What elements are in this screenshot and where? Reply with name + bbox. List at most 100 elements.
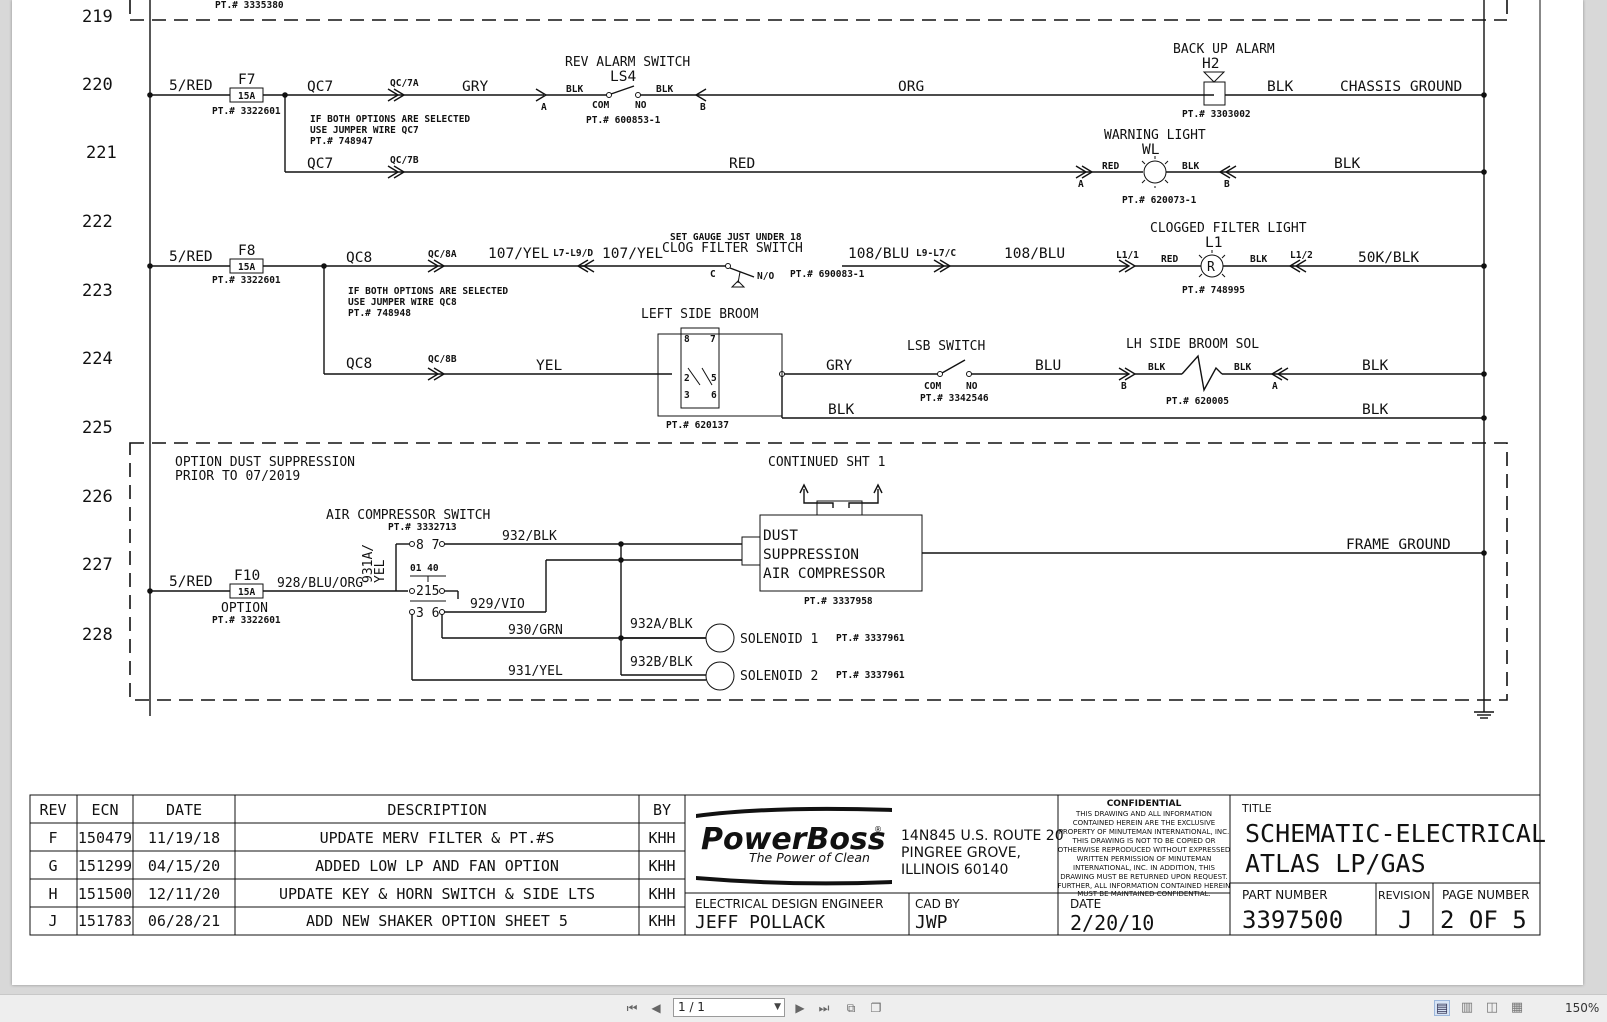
title-label: TITLE — [1241, 802, 1272, 815]
document-page: 219 220 221 222 223 224 225 226 227 228 … — [12, 0, 1583, 985]
svg-text:B: B — [1224, 179, 1230, 190]
revision-cell: KHH — [648, 857, 675, 875]
revision-header: DATE — [166, 801, 202, 819]
component-title: LH SIDE BROOM SOL — [1126, 337, 1259, 352]
continuous-facing-view-icon[interactable]: ▦ — [1510, 1000, 1524, 1015]
line-number: 220 — [82, 75, 113, 95]
last-page-icon[interactable]: ⏭ — [818, 1001, 830, 1015]
address-line: 14N845 U.S. ROUTE 20 — [901, 828, 1064, 844]
confidential-text: THIS DRAWING IS NOT TO BE COPIED OR — [1071, 837, 1215, 845]
page-number-label: PAGE NUMBER — [1442, 888, 1529, 902]
svg-text:®: ® — [874, 825, 882, 834]
note: PT.# 748948 — [348, 308, 411, 319]
svg-text:QC/8B: QC/8B — [428, 354, 457, 365]
svg-text:2: 2 — [684, 373, 690, 384]
component-title: LSB SWITCH — [907, 339, 985, 354]
facing-view-icon[interactable]: ◫ — [1485, 1000, 1499, 1015]
page-number-field[interactable]: 1 / 1 ▼ — [673, 998, 785, 1017]
circuit-221: QC7 QC/7B RED A RED WARNING LIGHT WL PT.… — [284, 95, 1487, 206]
part-number-label: PART NUMBER — [1242, 888, 1328, 902]
svg-text:5: 5 — [711, 373, 717, 384]
drawing-title: SCHEMATIC-ELECTRICAL — [1245, 819, 1546, 848]
component-title: CLOGGED FILTER LIGHT — [1150, 221, 1307, 236]
wire-label: 5/RED — [169, 78, 213, 94]
svg-text:C: C — [710, 269, 716, 280]
component-title: DUST — [763, 528, 798, 544]
address-line: PINGREE GROVE, — [901, 845, 1021, 861]
zoom-level[interactable]: 150% — [1565, 1001, 1600, 1015]
revision-cell: 151299 — [78, 857, 132, 875]
svg-text:BLK: BLK — [566, 84, 583, 95]
next-page-icon[interactable]: ▶ — [795, 1001, 805, 1015]
svg-text:YEL: YEL — [373, 559, 388, 583]
viewer-toolbar: ⏮ ◀ 1 / 1 ▼ ▶ ⏭ ⧉ ❐ ▤ ▥ ◫ ▦ 150% — [0, 994, 1607, 1022]
drawing-date: 2/20/10 — [1070, 911, 1154, 935]
wire-label: BLK — [1334, 156, 1360, 172]
revision-value: J — [1398, 906, 1412, 934]
line-number: 228 — [82, 625, 113, 645]
svg-text:215: 215 — [416, 584, 439, 599]
svg-text:BLK: BLK — [1234, 362, 1251, 373]
svg-text:COM: COM — [592, 100, 609, 111]
circuit-220: 15A 5/RED F7 PT.# 3322601 QC7 QC/7A GRY … — [147, 42, 1487, 126]
continuous-view-icon[interactable]: ▥ — [1460, 1000, 1474, 1015]
svg-text:A: A — [1272, 381, 1278, 392]
svg-text:NO: NO — [966, 381, 978, 392]
svg-text:6: 6 — [711, 390, 717, 401]
copy-page-icon[interactable]: ❐ — [870, 1001, 882, 1015]
continued-label: CONTINUED SHT 1 — [768, 455, 885, 470]
circuit-223: 15A 5/RED F8 PT.# 3322601 QC8 QC/8A 107/… — [147, 221, 1487, 296]
svg-text:8: 8 — [684, 334, 690, 345]
single-page-view-icon[interactable]: ▤ — [1434, 1000, 1450, 1016]
revision-cell: KHH — [648, 885, 675, 903]
revision-cell: 151500 — [78, 885, 132, 903]
revision-cell: G — [48, 857, 57, 875]
svg-text:L7-L9/D: L7-L9/D — [553, 248, 593, 259]
svg-text:A: A — [541, 102, 547, 113]
svg-text:B: B — [1121, 381, 1127, 392]
option-subtitle: PRIOR TO 07/2019 — [175, 469, 300, 484]
confidential-text: THIS DRAWING AND ALL INFORMATION — [1075, 810, 1212, 818]
wire-label: 108/BLU — [1004, 246, 1065, 262]
revision-cell: 150479 — [78, 829, 132, 847]
svg-text:A: A — [1078, 179, 1084, 190]
svg-text:3: 3 — [684, 390, 690, 401]
wire-label: 931/YEL — [508, 664, 563, 679]
svg-text:3 6: 3 6 — [416, 606, 439, 621]
component-title: AIR COMPRESSOR SWITCH — [326, 508, 490, 523]
fuse-label: F7 — [238, 72, 255, 88]
svg-text:PT.# 3337961: PT.# 3337961 — [836, 633, 905, 644]
component-title: LEFT SIDE BROOM — [641, 307, 759, 322]
note: SET GAUGE JUST UNDER 18 — [670, 232, 802, 243]
wire-label: GRY — [462, 79, 488, 95]
svg-text:PT.# 620005: PT.# 620005 — [1166, 396, 1229, 407]
wire-label: GRY — [826, 358, 852, 374]
svg-text:QC/8A: QC/8A — [428, 249, 457, 260]
svg-text:PT.# 748995: PT.# 748995 — [1182, 285, 1245, 296]
svg-text:PT.# 620137: PT.# 620137 — [666, 420, 729, 431]
line-number: 219 — [82, 7, 113, 27]
export-pages-icon[interactable]: ⧉ — [846, 1001, 856, 1015]
svg-text:L1: L1 — [1205, 235, 1222, 251]
chevron-down-icon[interactable]: ▼ — [774, 1002, 781, 1012]
svg-text:B: B — [700, 102, 706, 113]
svg-text:BLK: BLK — [1148, 362, 1165, 373]
revision-cell: J — [48, 912, 57, 930]
svg-text:LS4: LS4 — [610, 69, 636, 85]
cad-by: JWP — [915, 912, 948, 933]
first-page-icon[interactable]: ⏮ — [626, 1001, 638, 1015]
confidential-text: OTHERWISE REPRODUCED WITHOUT EXPRESSED — [1058, 846, 1231, 854]
revision-cell: UPDATE MERV FILTER & PT.#S — [320, 829, 555, 847]
wire-label: 108/BLU — [848, 246, 909, 262]
svg-text:PT.# 600853-1: PT.# 600853-1 — [586, 115, 661, 126]
line-number: 224 — [82, 349, 113, 369]
previous-page-icon[interactable]: ◀ — [651, 1001, 661, 1015]
svg-text:NO: NO — [635, 100, 647, 111]
component-title: BACK UP ALARM — [1173, 42, 1275, 57]
line-number: 225 — [82, 418, 113, 438]
wire-label: BLK — [828, 402, 854, 418]
note: IF BOTH OPTIONS ARE SELECTED — [348, 286, 508, 297]
wire-label: 929/VIO — [470, 597, 525, 612]
svg-text:OPTION: OPTION — [221, 601, 268, 616]
